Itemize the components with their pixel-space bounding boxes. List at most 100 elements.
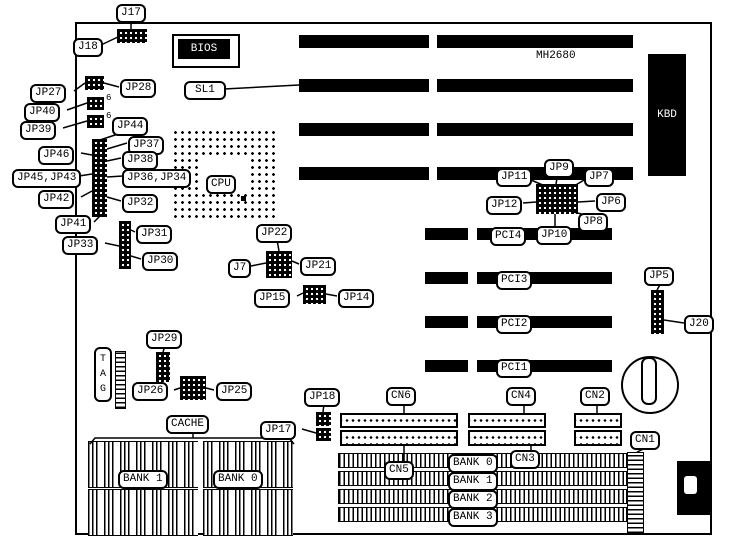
callout-jp9: JP9 <box>544 159 574 178</box>
jp6-jp12-header-block <box>536 184 578 214</box>
callout-jp40: JP40 <box>24 103 61 122</box>
callout-jp42: JP42 <box>38 190 75 209</box>
callout-jp39: JP39 <box>20 121 57 140</box>
callout-pci3: PCI3 <box>496 271 533 290</box>
cn2-connector-top <box>574 413 622 428</box>
cn3-connector-bottom <box>468 430 546 446</box>
callout-cn1: CN1 <box>630 431 660 450</box>
callout-jp30: JP30 <box>142 252 179 271</box>
callout-bank2-simm: BANK 2 <box>448 490 498 509</box>
callout-jp11: JP11 <box>496 168 533 187</box>
callout-jp25: JP25 <box>216 382 253 401</box>
tag-ram-label: T A G <box>94 347 113 402</box>
kbd-label: KBD <box>657 109 677 121</box>
callout-jp12: JP12 <box>486 196 523 215</box>
callout-j18: J18 <box>73 38 103 57</box>
callout-jp6: JP6 <box>596 193 626 212</box>
callout-cn2: CN2 <box>580 387 610 406</box>
callout-jp21: JP21 <box>300 257 337 276</box>
callout-bank0-cache: BANK 0 <box>213 470 263 489</box>
jp29-header <box>156 352 170 382</box>
j7-jp21-jp22-header <box>266 251 292 278</box>
jp30-jp31-strip <box>119 221 131 269</box>
callout-j20: J20 <box>684 315 714 334</box>
isa-slot-1-short <box>299 35 429 48</box>
cache-bank0-row-bottom <box>203 489 293 536</box>
bios-chip: BIOS <box>178 39 230 59</box>
jp27-jp28-header <box>85 76 104 90</box>
callout-jp28: JP28 <box>120 79 157 98</box>
callout-cache: CACHE <box>166 415 210 434</box>
callout-bank1-cache: BANK 1 <box>118 470 168 489</box>
callout-jp7: JP7 <box>584 168 614 187</box>
cn5-connector-bottom <box>340 430 458 446</box>
isa-slot-2-long <box>437 79 633 92</box>
keyboard-connector: KBD <box>648 54 686 176</box>
callout-pci1: PCI1 <box>496 359 533 378</box>
callout-jp5: JP5 <box>644 267 674 286</box>
callout-jp32: JP32 <box>122 194 159 213</box>
callout-cn6: CN6 <box>386 387 416 406</box>
callout-jp45-jp43: JP45,JP43 <box>12 169 82 188</box>
callout-jp31: JP31 <box>136 225 173 244</box>
cn6-connector-top <box>340 413 458 428</box>
jp25-jp26-header <box>180 376 206 400</box>
jp14-jp15-header <box>303 285 326 304</box>
callout-cn4: CN4 <box>506 387 536 406</box>
battery-jack <box>641 357 657 405</box>
callout-jp41: JP41 <box>55 215 92 234</box>
cn4-connector-top <box>468 413 546 428</box>
callout-sl1: SL1 <box>184 81 226 100</box>
board-model: MH2680 <box>536 50 576 62</box>
jp5-j20-strip <box>651 290 664 334</box>
isa-slot-4-short <box>299 167 429 180</box>
callout-jp22: JP22 <box>256 224 293 243</box>
pci-slot-2-short <box>425 316 468 328</box>
cpu-pin1-dot <box>241 196 246 201</box>
pin6-label-a: 6 <box>106 93 112 103</box>
isa-slot-3-long <box>437 123 633 136</box>
callout-jp15: JP15 <box>254 289 291 308</box>
callout-jp10: JP10 <box>536 226 573 245</box>
left-jumper-strip <box>92 139 107 217</box>
callout-cpu: CPU <box>206 175 236 194</box>
external-port-opening <box>684 476 697 494</box>
callout-bank3-simm: BANK 3 <box>448 508 498 527</box>
jp40-header <box>87 97 104 110</box>
cn1-edge-connector <box>627 452 644 534</box>
callout-jp38: JP38 <box>122 151 159 170</box>
callout-jp29: JP29 <box>146 330 183 349</box>
jp18-header <box>316 412 331 426</box>
callout-jp14: JP14 <box>338 289 375 308</box>
pin6-label-b: 6 <box>106 111 112 121</box>
isa-slot-1-long <box>437 35 633 48</box>
callout-jp33: JP33 <box>62 236 99 255</box>
callout-jp18: JP18 <box>304 388 341 407</box>
callout-jp17: JP17 <box>260 421 297 440</box>
callout-jp36-jp34: JP36,JP34 <box>122 169 192 188</box>
callout-cn5: CN5 <box>384 461 414 480</box>
callout-bank1-simm: BANK 1 <box>448 472 498 491</box>
isa-slot-3-short <box>299 123 429 136</box>
callout-jp46: JP46 <box>38 146 75 165</box>
pci-slot-3-short <box>425 272 468 284</box>
callout-bank0-simm: BANK 0 <box>448 454 498 473</box>
callout-pci4: PCI4 <box>490 227 527 246</box>
cache-bank1-row-bottom <box>88 489 198 536</box>
pci-slot-1-short <box>425 360 468 372</box>
callout-pci2: PCI2 <box>496 315 533 334</box>
callout-jp27: JP27 <box>30 84 67 103</box>
callout-jp8: JP8 <box>578 213 608 232</box>
jp39-header <box>87 115 104 128</box>
cn2-connector-bottom <box>574 430 622 446</box>
bios-socket <box>172 34 240 68</box>
callout-j17: J17 <box>116 4 146 23</box>
isa-slot-2-short <box>299 79 429 92</box>
callout-jp44: JP44 <box>112 117 149 136</box>
callout-j7: J7 <box>228 259 252 278</box>
pci-slot-4-short <box>425 228 468 240</box>
jp17-header <box>316 428 331 441</box>
tag-ram-chip <box>115 351 126 409</box>
callout-jp26: JP26 <box>132 382 169 401</box>
